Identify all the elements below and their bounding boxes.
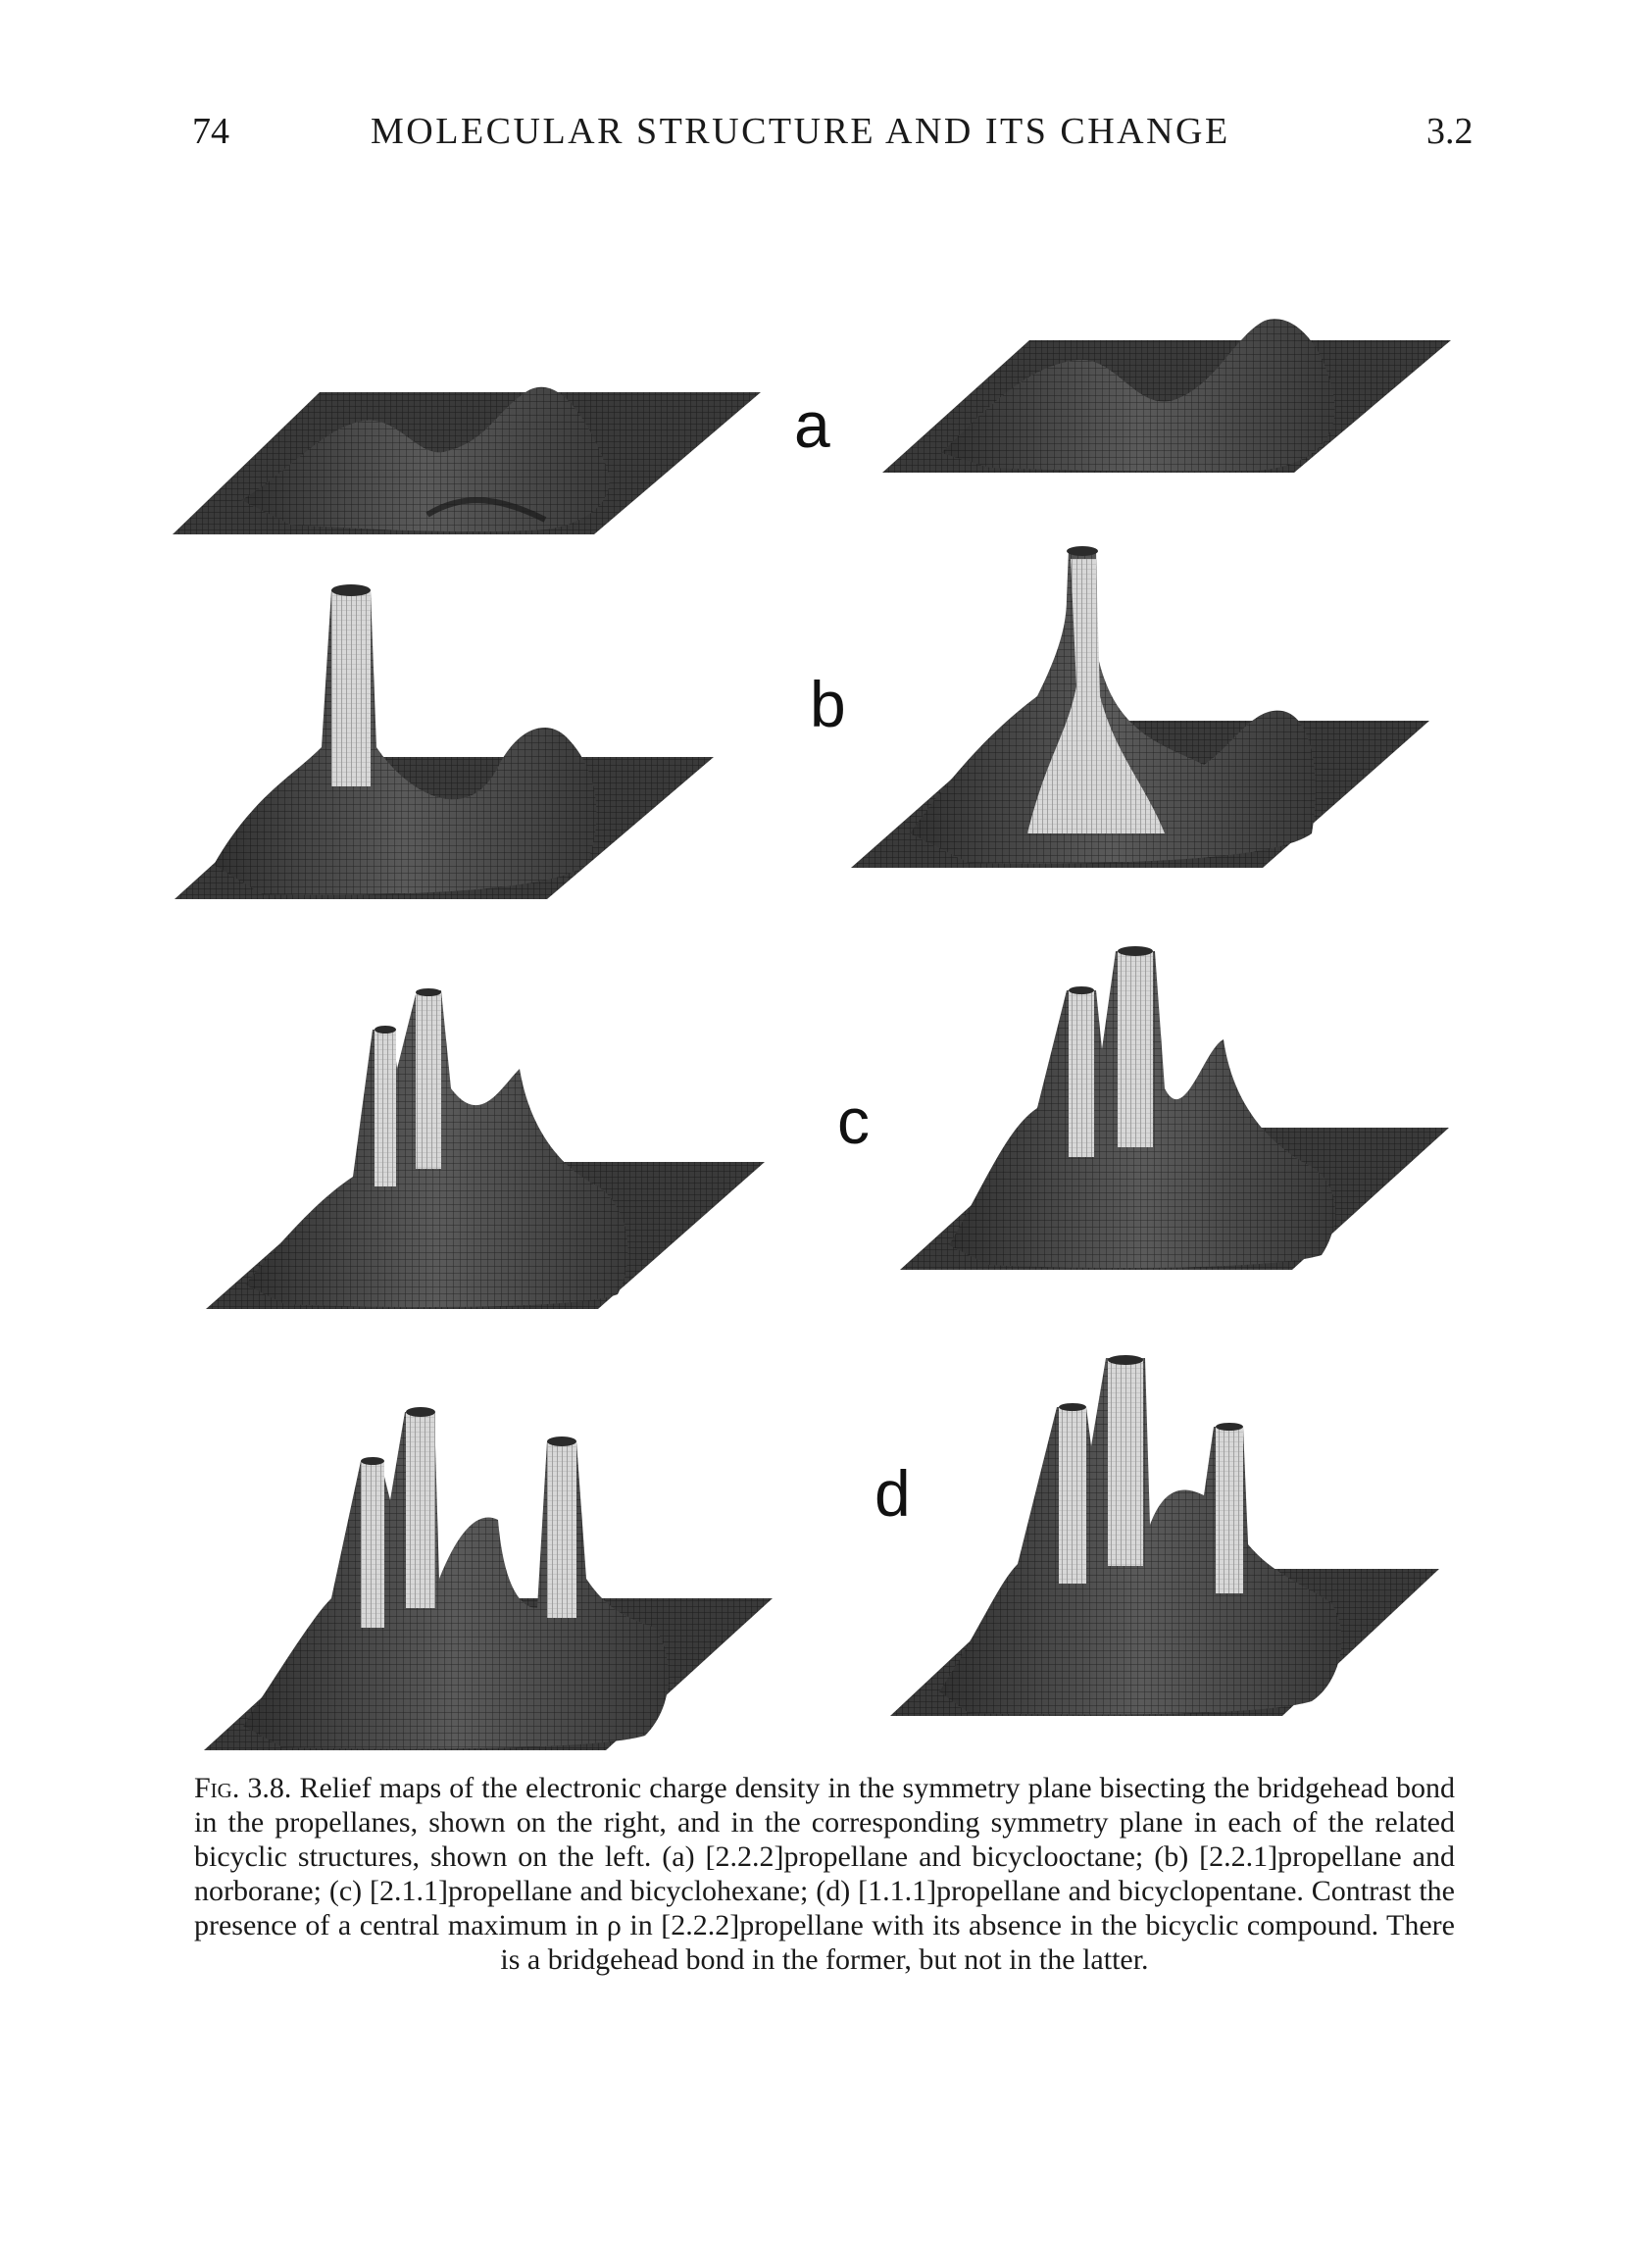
relief-map-c-left [206,988,765,1309]
relief-map-b-right [851,546,1429,868]
figure-caption: Fig. 3.8. Relief maps of the electronic … [194,1771,1455,1977]
panel-label-d: d [874,1457,911,1530]
relief-map-d-left [204,1407,773,1750]
panel-label-b: b [810,668,846,740]
figure-label: Fig. 3.8. [194,1772,292,1804]
caption-text: Relief maps of the electronic charge den… [194,1772,1456,1976]
relief-map-a-left [173,386,761,534]
panel-label-a: a [794,388,830,461]
running-head: 74 MOLECULAR STRUCTURE AND ITS CHANGE 3.… [0,110,1649,169]
page-number: 74 [192,111,229,152]
relief-map-b-left [175,584,714,899]
relief-map-d-right [890,1355,1439,1716]
relief-map-a-right [882,319,1451,473]
panel-label-c: c [837,1084,870,1157]
relief-map-c-right [900,946,1449,1270]
running-title: MOLECULAR STRUCTURE AND ITS CHANGE [371,111,1230,152]
section-number: 3.2 [1426,111,1474,152]
